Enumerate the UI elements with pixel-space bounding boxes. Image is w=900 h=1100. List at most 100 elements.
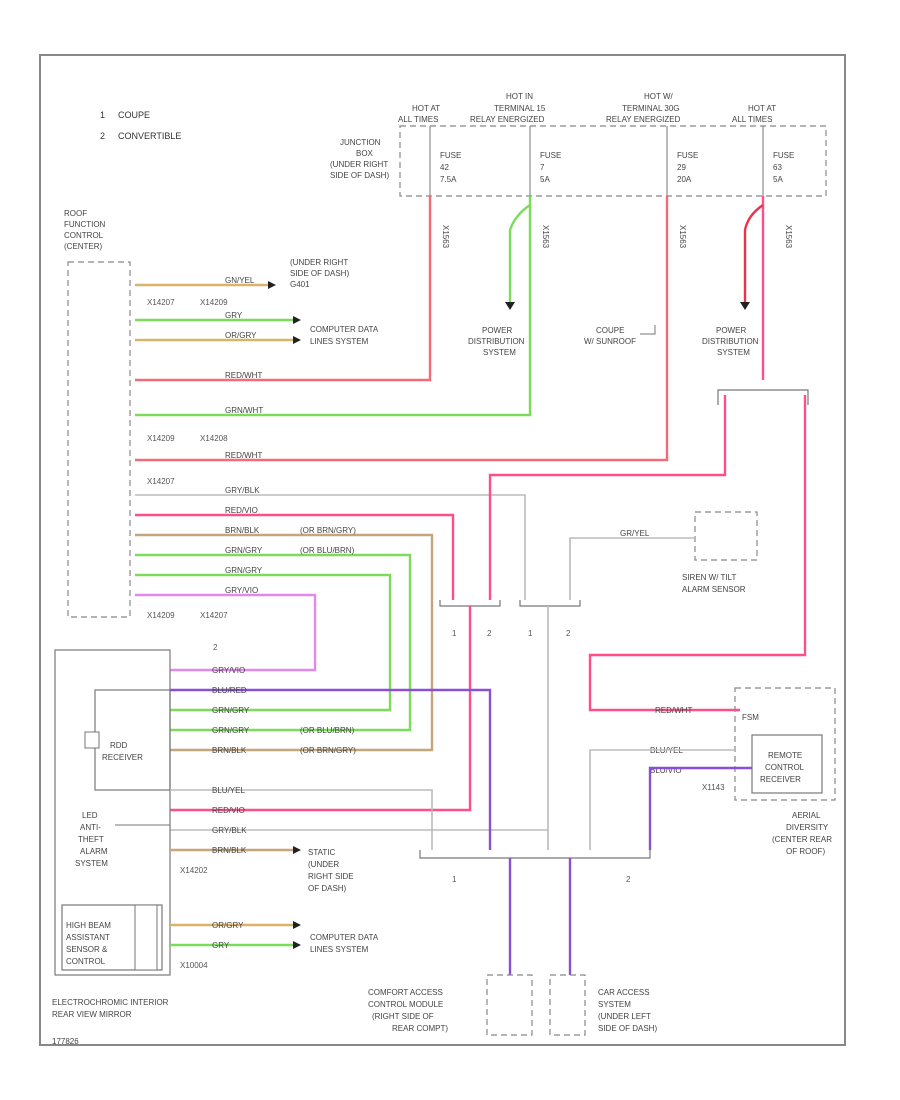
wire-label-roof-3: OR/GRY — [225, 331, 257, 340]
rc-line-2: CONTROL — [765, 763, 805, 772]
wire-label-hb-2: GRY — [212, 941, 230, 950]
car-line-2: SYSTEM — [598, 1000, 631, 1009]
diagram-frame — [39, 54, 846, 1046]
wire-label-hb-1: OR/GRY — [212, 921, 244, 930]
splice-wires — [488, 395, 807, 712]
car-access-box — [549, 974, 586, 1036]
siren-line-2: ALARM SENSOR — [682, 585, 746, 594]
wire-label-roof-2: GRY — [225, 311, 243, 320]
wire-label-mir-3: GRN/GRY — [212, 706, 250, 715]
header-2-line-2: TERMINAL 15 — [494, 104, 546, 113]
header-1-line-1: HOT AT — [412, 104, 440, 113]
roof-pin-bottom-right: X14207 — [200, 611, 228, 620]
high-beam-box — [61, 904, 163, 971]
wire-label-mir-8: GRY/BLK — [212, 826, 247, 835]
ca-line-3: (RIGHT SIDE OF — [372, 1012, 434, 1021]
ground-label-1: (UNDER RIGHT — [290, 258, 348, 267]
wire-label-roof-9: BRN/BLK — [225, 526, 260, 535]
legend: 1 COUPE 2 CONVERTIBLE — [100, 110, 181, 141]
roof-pin-low: X14207 — [147, 477, 175, 486]
static-line-3: RIGHT SIDE — [308, 872, 354, 881]
fuse-42: FUSE 42 7.5A X1563 — [429, 126, 461, 249]
wire-label-mir-4b: (OR BLU/BRN) — [300, 726, 355, 735]
high-beam-label: HIGH BEAM ASSISTANT SENSOR & CONTROL — [66, 921, 111, 966]
fuse-2-label: FUSE — [540, 151, 561, 160]
mirror-wire-labels: GRY/VIO BLU/RED GRN/GRY GRN/GRY (OR BLU/… — [212, 666, 356, 950]
ca-line-2: CONTROL MODULE — [368, 1000, 443, 1009]
fuse-1-num: 42 — [440, 163, 449, 172]
siren-label: SIREN W/ TILT ALARM SENSOR — [682, 573, 746, 594]
fuse-4-amps: 5A — [773, 175, 783, 184]
header-2-line-3: RELAY ENERGIZED — [470, 115, 545, 124]
pd2-line-3: SYSTEM — [717, 348, 750, 357]
coupe-sunroof-label: COUPE W/ SUNROOF — [584, 325, 656, 346]
mirror-pin-1: X14202 — [180, 866, 208, 875]
remote-control-label: REMOTE CONTROL RECEIVER — [760, 751, 805, 784]
jb-label-2: BOX — [356, 149, 374, 158]
footer-code: 177826 — [52, 1037, 79, 1046]
wire-label-roof-1: GN/YEL — [225, 276, 255, 285]
roof-wire-labels: GN/YEL GRY OR/GRY RED/WHT GRN/WHT RED/WH… — [225, 276, 356, 595]
fuse-63: FUSE 63 5A X1563 — [762, 126, 794, 249]
header-3-line-3: RELAY ENERGIZED — [606, 115, 681, 124]
pd1-line-1: POWER — [482, 326, 512, 335]
static-line-1: STATIC — [308, 848, 335, 857]
ground-label: (UNDER RIGHT SIDE OF DASH) G401 — [290, 258, 349, 289]
wire-label-roof-6: RED/WHT — [225, 451, 262, 460]
wire-label-mir-4: GRN/GRY — [212, 726, 250, 735]
splice-bar-top — [717, 389, 809, 405]
jb-label-4: SIDE OF DASH) — [330, 171, 389, 180]
aerial-line-3: (CENTER REAR — [772, 835, 832, 844]
pd1-line-2: DISTRIBUTION — [468, 337, 525, 346]
led-label: LED ANTI- THEFT ALARM SYSTEM — [75, 811, 108, 868]
bottom-wires — [508, 858, 572, 975]
static-line-2: (UNDER — [308, 860, 339, 869]
header-1-line-2: ALL TIMES — [398, 115, 438, 124]
roof-function-control-box — [67, 261, 131, 618]
wire-label-roof-10b: (OR BLU/BRN) — [300, 546, 355, 555]
wire-label-fsm-1: RED/WHT — [655, 706, 692, 715]
hb-line-3: SENSOR & — [66, 945, 108, 954]
aerial-line-1: AERIAL — [792, 811, 821, 820]
rc-line-3: RECEIVER — [760, 775, 801, 784]
roof-pin-top-right: X14209 — [200, 298, 228, 307]
roof-wires — [135, 283, 526, 752]
wire-label-fsm-3: BLU/VIO — [650, 766, 682, 775]
comfort-access-label: COMFORT ACCESS CONTROL MODULE (RIGHT SID… — [368, 988, 448, 1033]
cd2-line-1: COMPUTER DATA — [310, 933, 379, 942]
wire-label-roof-4: RED/WHT — [225, 371, 262, 380]
splice-num-6: 1 — [452, 875, 457, 884]
led-line-5: SYSTEM — [75, 859, 108, 868]
mirror-module-box — [54, 649, 171, 976]
rc-line-1: REMOTE — [768, 751, 802, 760]
fsm-label: FSM — [742, 713, 759, 722]
cs-line-2: W/ SUNROOF — [584, 337, 636, 346]
rdd-line-1: RDD — [110, 741, 128, 750]
car-line-4: SIDE OF DASH) — [598, 1024, 657, 1033]
led-line-2: ANTI- — [80, 823, 101, 832]
wire-label-roof-9b: (OR BRN/GRY) — [300, 526, 356, 535]
car-access-label: CAR ACCESS SYSTEM (UNDER LEFT SIDE OF DA… — [598, 988, 657, 1033]
roof-pin-top-left: X14207 — [147, 298, 175, 307]
wire-label-mir-2: BLU/RED — [212, 686, 247, 695]
bottom-splice-bar — [419, 850, 651, 859]
fsm-box — [734, 687, 836, 801]
header-3-line-2: TERMINAL 30G — [622, 104, 680, 113]
rdd-line-2: RECEIVER — [102, 753, 143, 762]
ground-label-3: G401 — [290, 280, 310, 289]
mirror-arrows — [293, 846, 301, 949]
power-headers: HOT AT ALL TIMES HOT IN TERMINAL 15 RELA… — [398, 92, 776, 124]
mirror-pin-2: X10004 — [180, 961, 208, 970]
mirror-label: ELECTROCHROMIC INTERIOR REAR VIEW MIRROR — [52, 998, 169, 1019]
fuse-3-num: 29 — [677, 163, 686, 172]
wire-label-roof-7: GRY/BLK — [225, 486, 260, 495]
wire-label-mir-6: BLU/YEL — [212, 786, 245, 795]
splice-group-1 — [439, 600, 501, 607]
power-dist-label-2: POWER DISTRIBUTION SYSTEM — [702, 326, 759, 357]
fuse-3-pin: X1563 — [678, 225, 687, 249]
roof-label-4: (CENTER) — [64, 242, 103, 251]
static-line-4: OF DASH) — [308, 884, 347, 893]
rdd-receiver-box — [94, 689, 171, 791]
wire-label-roof-12: GRY/VIO — [225, 586, 258, 595]
